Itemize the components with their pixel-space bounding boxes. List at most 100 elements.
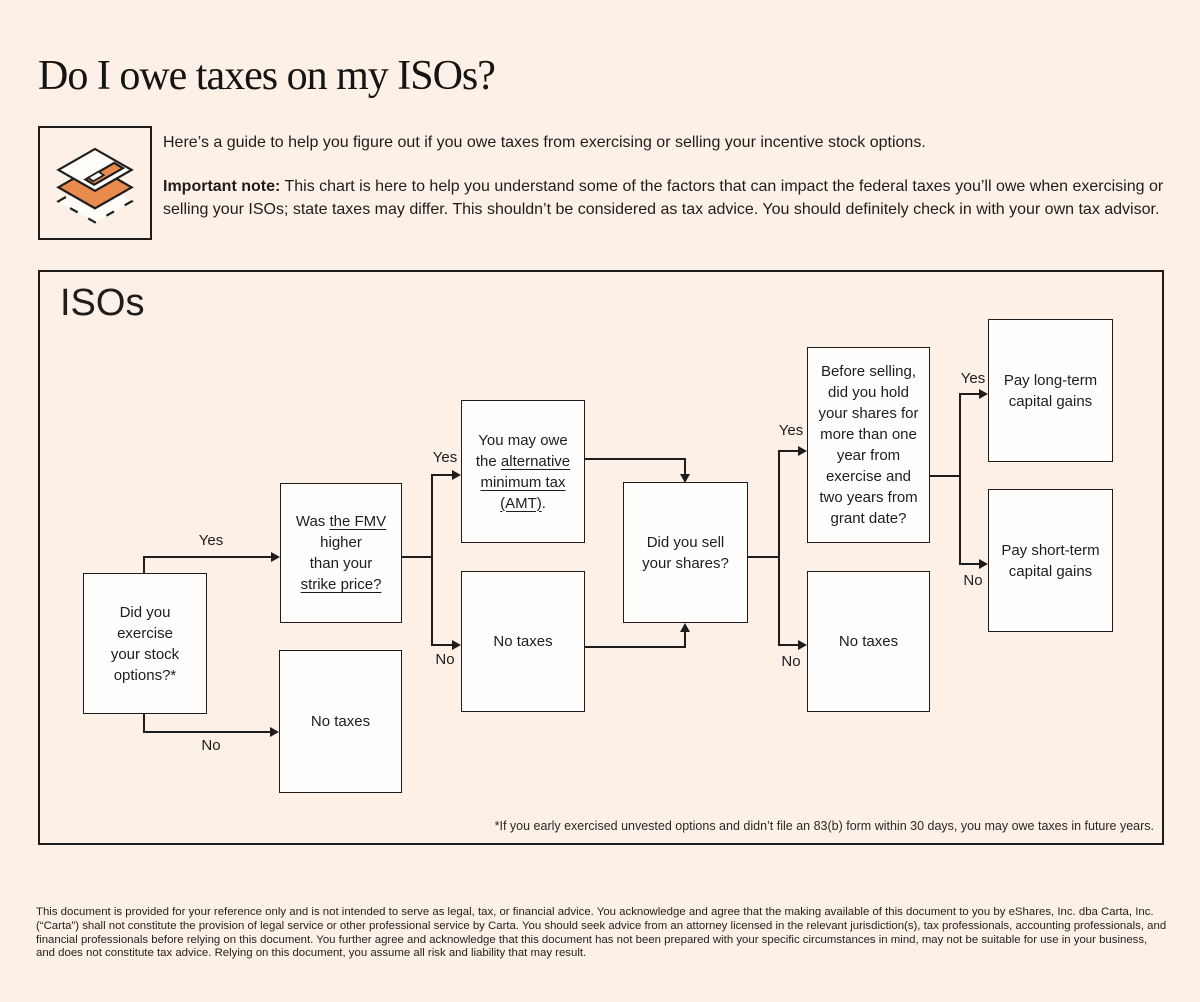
flow-node-exercise-label: Did you exercise your stock options?* xyxy=(111,602,179,686)
connector-sell-yes-h xyxy=(778,450,799,452)
connector-exercise-yes-h xyxy=(143,556,272,558)
flowchart-heading: ISOs xyxy=(60,282,145,324)
flow-node-no-taxes-2: No taxes xyxy=(461,571,585,712)
connector-exercise-no-h xyxy=(143,731,271,733)
important-note-text: This chart is here to help you understan… xyxy=(163,178,1164,218)
important-note: Important note: This chart is here to he… xyxy=(163,175,1168,221)
text-segment: No taxes xyxy=(838,633,899,650)
text-segment: Pay short-term xyxy=(1001,541,1100,559)
arrowhead-exercise-no xyxy=(270,727,279,737)
connector-amt-sell-h xyxy=(585,458,686,460)
flow-node-hold-label: Before selling, did you hold your shares f… xyxy=(818,361,918,529)
connector-exercise-yes-v xyxy=(143,557,145,573)
text-segment: did you hold xyxy=(828,384,909,401)
connector-notaxes2-sell-h xyxy=(585,646,686,648)
connector-notaxes2-sell-v xyxy=(684,631,686,648)
edge-label-yes-1: Yes xyxy=(198,532,224,549)
connector-fmv-trunk xyxy=(402,556,433,558)
text-segment: Did you sell xyxy=(646,533,725,551)
arrowhead-sell-yes xyxy=(798,446,807,456)
stacked-layers-icon xyxy=(38,126,152,240)
edge-label-no-2: No xyxy=(435,651,455,668)
text-segment: capital gains xyxy=(1008,562,1093,580)
flow-node-sell-label: Did you sell your shares? xyxy=(642,532,729,574)
flow-node-sell: Did you sell your shares? xyxy=(623,482,748,623)
flow-node-fmv-label: Was the FMV higher than your strike price? xyxy=(296,511,386,595)
footer-disclaimer: This document is provided for your refer… xyxy=(36,906,1167,960)
connector-exercise-no-v xyxy=(143,714,145,733)
text-segment: your shares for xyxy=(818,405,919,422)
flow-node-exercise: Did you exercise your stock options?* xyxy=(83,573,207,714)
text-segment: your shares? xyxy=(642,554,729,572)
flow-node-amt-label: You may owe the alternative minimum tax (AM… xyxy=(476,430,570,514)
arrowhead-amt-sell xyxy=(680,474,690,483)
amt-link[interactable]: minimum tax xyxy=(480,473,566,491)
fmv-link[interactable]: the FMV xyxy=(329,513,387,530)
text-segment: No taxes xyxy=(493,633,553,650)
edge-label-yes-4: Yes xyxy=(960,370,986,387)
text-segment: exercise xyxy=(117,624,173,642)
text-segment: exercise and xyxy=(825,468,912,485)
connector-hold-no-h xyxy=(959,563,980,565)
connector-hold-yes-h xyxy=(959,393,980,395)
flow-node-no-taxes-3: No taxes xyxy=(807,571,930,712)
text-segment: your stock xyxy=(110,645,180,663)
edge-label-no-3: No xyxy=(781,653,801,670)
strike-price-link[interactable]: strike price? xyxy=(300,576,382,593)
text-segment: Did you xyxy=(119,603,171,621)
arrowhead-hold-no xyxy=(979,559,988,569)
text-segment: higher xyxy=(320,534,362,551)
flow-node-long-term-label: Pay long-term capital gains xyxy=(1004,370,1097,412)
flowchart-canvas: ISOs *If you early exercised unvested op… xyxy=(38,270,1164,845)
flowchart-footnote: *If you early exercised unvested options… xyxy=(494,819,1154,833)
edge-label-yes-3: Yes xyxy=(778,422,804,439)
text-segment: No taxes xyxy=(310,713,371,730)
arrowhead-hold-yes xyxy=(979,389,988,399)
amt-link[interactable]: alternative xyxy=(500,452,571,470)
connector-amt-sell-v xyxy=(684,458,686,475)
arrowhead-sell-no xyxy=(798,640,807,650)
stacked-layers-icon-graphic xyxy=(56,147,134,224)
amt-link[interactable]: (AMT) xyxy=(500,494,542,512)
flow-node-hold: Before selling, did you hold your shares f… xyxy=(807,347,930,543)
connector-sell-split-v xyxy=(778,450,780,646)
edge-label-no-4: No xyxy=(963,572,983,589)
text-segment: Was xyxy=(295,513,330,530)
connector-hold-split-v xyxy=(959,393,961,565)
text-segment: options?* xyxy=(113,666,177,684)
intro-block: Here’s a guide to help you figure out if… xyxy=(163,131,1168,221)
flow-node-no-taxes-3-label: No taxes xyxy=(839,631,898,652)
text-segment: year from xyxy=(836,447,901,464)
edge-label-no-1: No xyxy=(201,737,221,754)
flow-node-no-taxes-1: No taxes xyxy=(279,650,402,793)
connector-sell-no-h xyxy=(778,644,799,646)
flow-node-amt: You may owe the alternative minimum tax (AM… xyxy=(461,400,585,543)
flow-node-short-term: Pay short-term capital gains xyxy=(988,489,1113,632)
connector-fmv-split-v xyxy=(431,474,433,646)
arrowhead-fmv-yes xyxy=(452,470,461,480)
connector-hold-trunk xyxy=(930,475,961,477)
text-segment: the xyxy=(475,452,501,470)
arrowhead-fmv-no xyxy=(452,640,461,650)
text-segment: than your xyxy=(309,555,373,572)
flow-node-fmv: Was the FMV higher than your strike price? xyxy=(280,483,402,623)
arrowhead-exercise-yes xyxy=(271,552,280,562)
intro-text: Here’s a guide to help you figure out if… xyxy=(163,134,926,151)
flow-node-no-taxes-1-label: No taxes xyxy=(311,711,370,732)
text-segment: . xyxy=(541,494,546,512)
arrowhead-notaxes2-sell xyxy=(680,623,690,632)
text-segment: Pay long-term xyxy=(1003,371,1098,389)
connector-fmv-yes-h xyxy=(431,474,453,476)
text-segment: Before selling, xyxy=(820,363,917,380)
flow-node-no-taxes-2-label: No taxes xyxy=(493,631,552,652)
edge-label-yes-2: Yes xyxy=(432,449,458,466)
text-segment: two years from xyxy=(819,489,918,506)
flow-node-long-term: Pay long-term capital gains xyxy=(988,319,1113,462)
text-segment: You may owe xyxy=(478,431,568,449)
flow-node-short-term-label: Pay short-term capital gains xyxy=(1001,540,1099,582)
connector-sell-trunk xyxy=(748,556,779,558)
text-segment: grant date? xyxy=(830,510,907,527)
text-segment: more than one xyxy=(820,426,917,443)
page-title: Do I owe taxes on my ISOs? xyxy=(38,53,496,99)
text-segment: capital gains xyxy=(1008,392,1093,410)
